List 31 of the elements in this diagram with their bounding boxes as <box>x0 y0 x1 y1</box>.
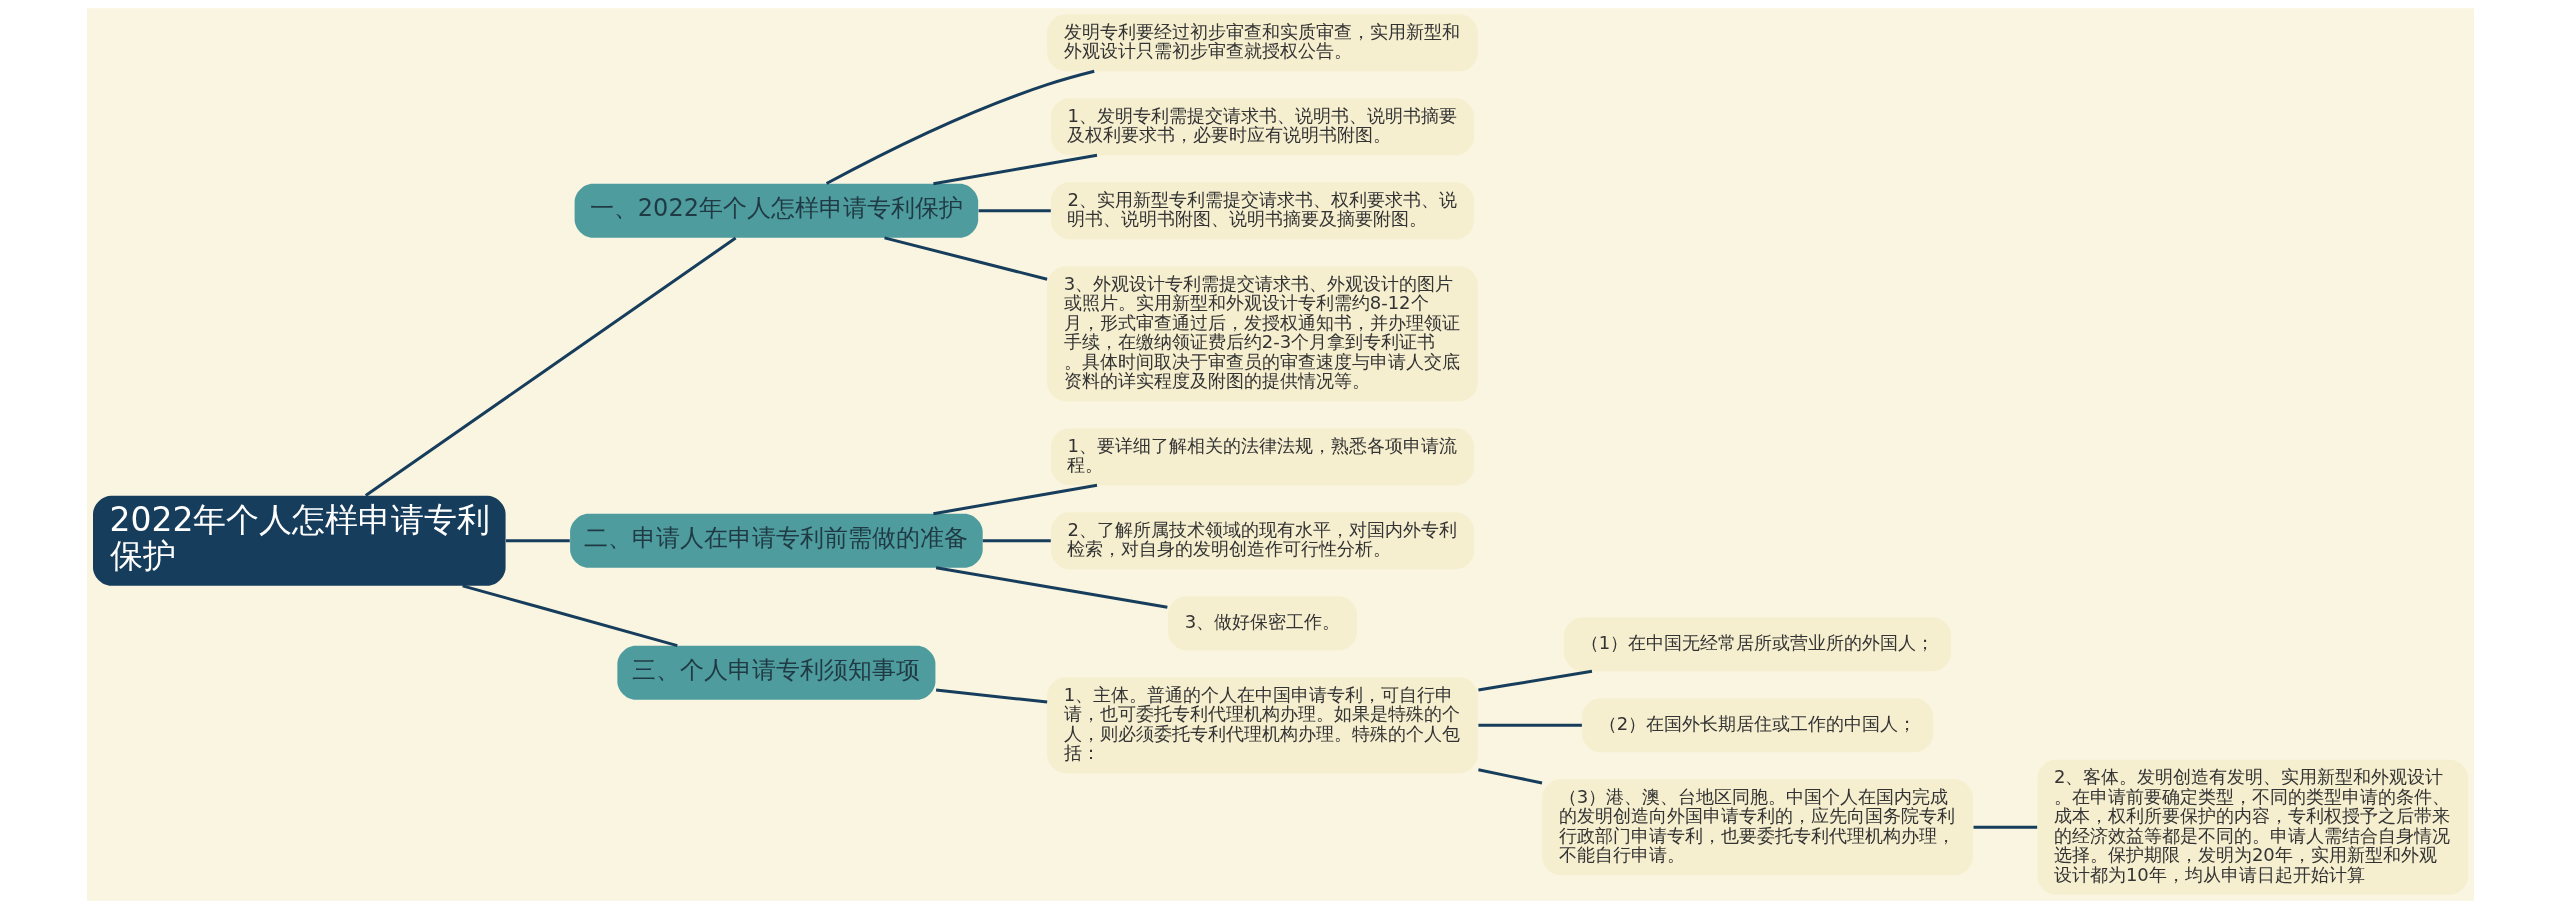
node-box: 2、实用新型专利需提交请求书、权利要求书、说明书、说明书附图、说明书摘要及摘要附图。 <box>1050 182 1474 240</box>
connector <box>935 566 1168 609</box>
connector <box>883 236 1047 281</box>
node-box: 2022年个人怎样申请专利保护 <box>92 495 506 586</box>
node-box: 一、2022年个人怎样申请专利保护 <box>574 183 978 238</box>
node-box: 1、要详细了解相关的法律法规，熟悉各项申请流程。 <box>1050 428 1474 486</box>
connector <box>1477 723 1582 727</box>
node-box: （3）港、澳、台地区同胞。中国个人在国内完成的发明创造向外国申请专利的，应先向国务院专利行政部门申请专利，也要委托专利代理机构办理，不能自行申请。 <box>1541 779 1973 876</box>
connector <box>825 69 1095 185</box>
node-box: 2、客体。发明创造有发明、实用新型和外观设计。在申请前要确定类型，不同的类型申请的条件、成本，权利所要保护的内容，专利权授予之后带来的经济效益等都是不同的。申请人需结合自身情况选择。保护期限，发明为20年，实用新型和外观设计都为10年，均从申请日起开始计算 <box>2036 759 2468 895</box>
connector <box>461 584 678 648</box>
node-box: 1、主体。普通的个人在中国申请专利，可自行申请，也可委托专利代理机构办理。如果是特殊的个人，则必须委托专利代理机构办理。特殊的个人包括： <box>1046 677 1478 774</box>
node-box: （2）在国外长期居住或工作的中国人； <box>1581 698 1933 753</box>
connector <box>1477 669 1592 692</box>
connector <box>932 483 1097 516</box>
connector <box>982 539 1051 543</box>
connector <box>978 209 1051 213</box>
connector <box>935 688 1047 704</box>
connector <box>932 153 1097 186</box>
node-box: 二、申请人在申请专利前需做的准备 <box>569 513 983 568</box>
node-box: 三、个人申请专利须知事项 <box>616 645 935 700</box>
node-box: 3、外观设计专利需提交请求书、外观设计的图片或照片。实用新型和外观设计专利需约8-12个月，形式审查通过后，发授权通知书，并办理领证手续，在缴纳领证费后约2-3个月拿到专利证书。具体时间取决于审查员的审查速度与申请人交底资料的详实程度及附图的提供情况等。 <box>1046 266 1478 402</box>
node-box: （1）在中国无经常居所或营业所的外国人； <box>1563 617 1951 672</box>
node-box: 3、做好保密工作。 <box>1167 596 1357 651</box>
node-box: 发明专利要经过初步审查和实质审查，实用新型和外观设计只需初步审查就授权公告。 <box>1046 14 1478 72</box>
node-box: 2、了解所属技术领域的现有水平，对国内外专利检索，对自身的发明创造作可行性分析。 <box>1050 512 1474 570</box>
connector <box>364 236 736 497</box>
connector <box>1973 825 2037 829</box>
connector <box>1477 768 1542 785</box>
node-box: 1、发明专利需提交请求书、说明书、说明书摘要及权利要求书，必要时应有说明书附图。 <box>1050 98 1474 156</box>
connector <box>505 539 570 543</box>
